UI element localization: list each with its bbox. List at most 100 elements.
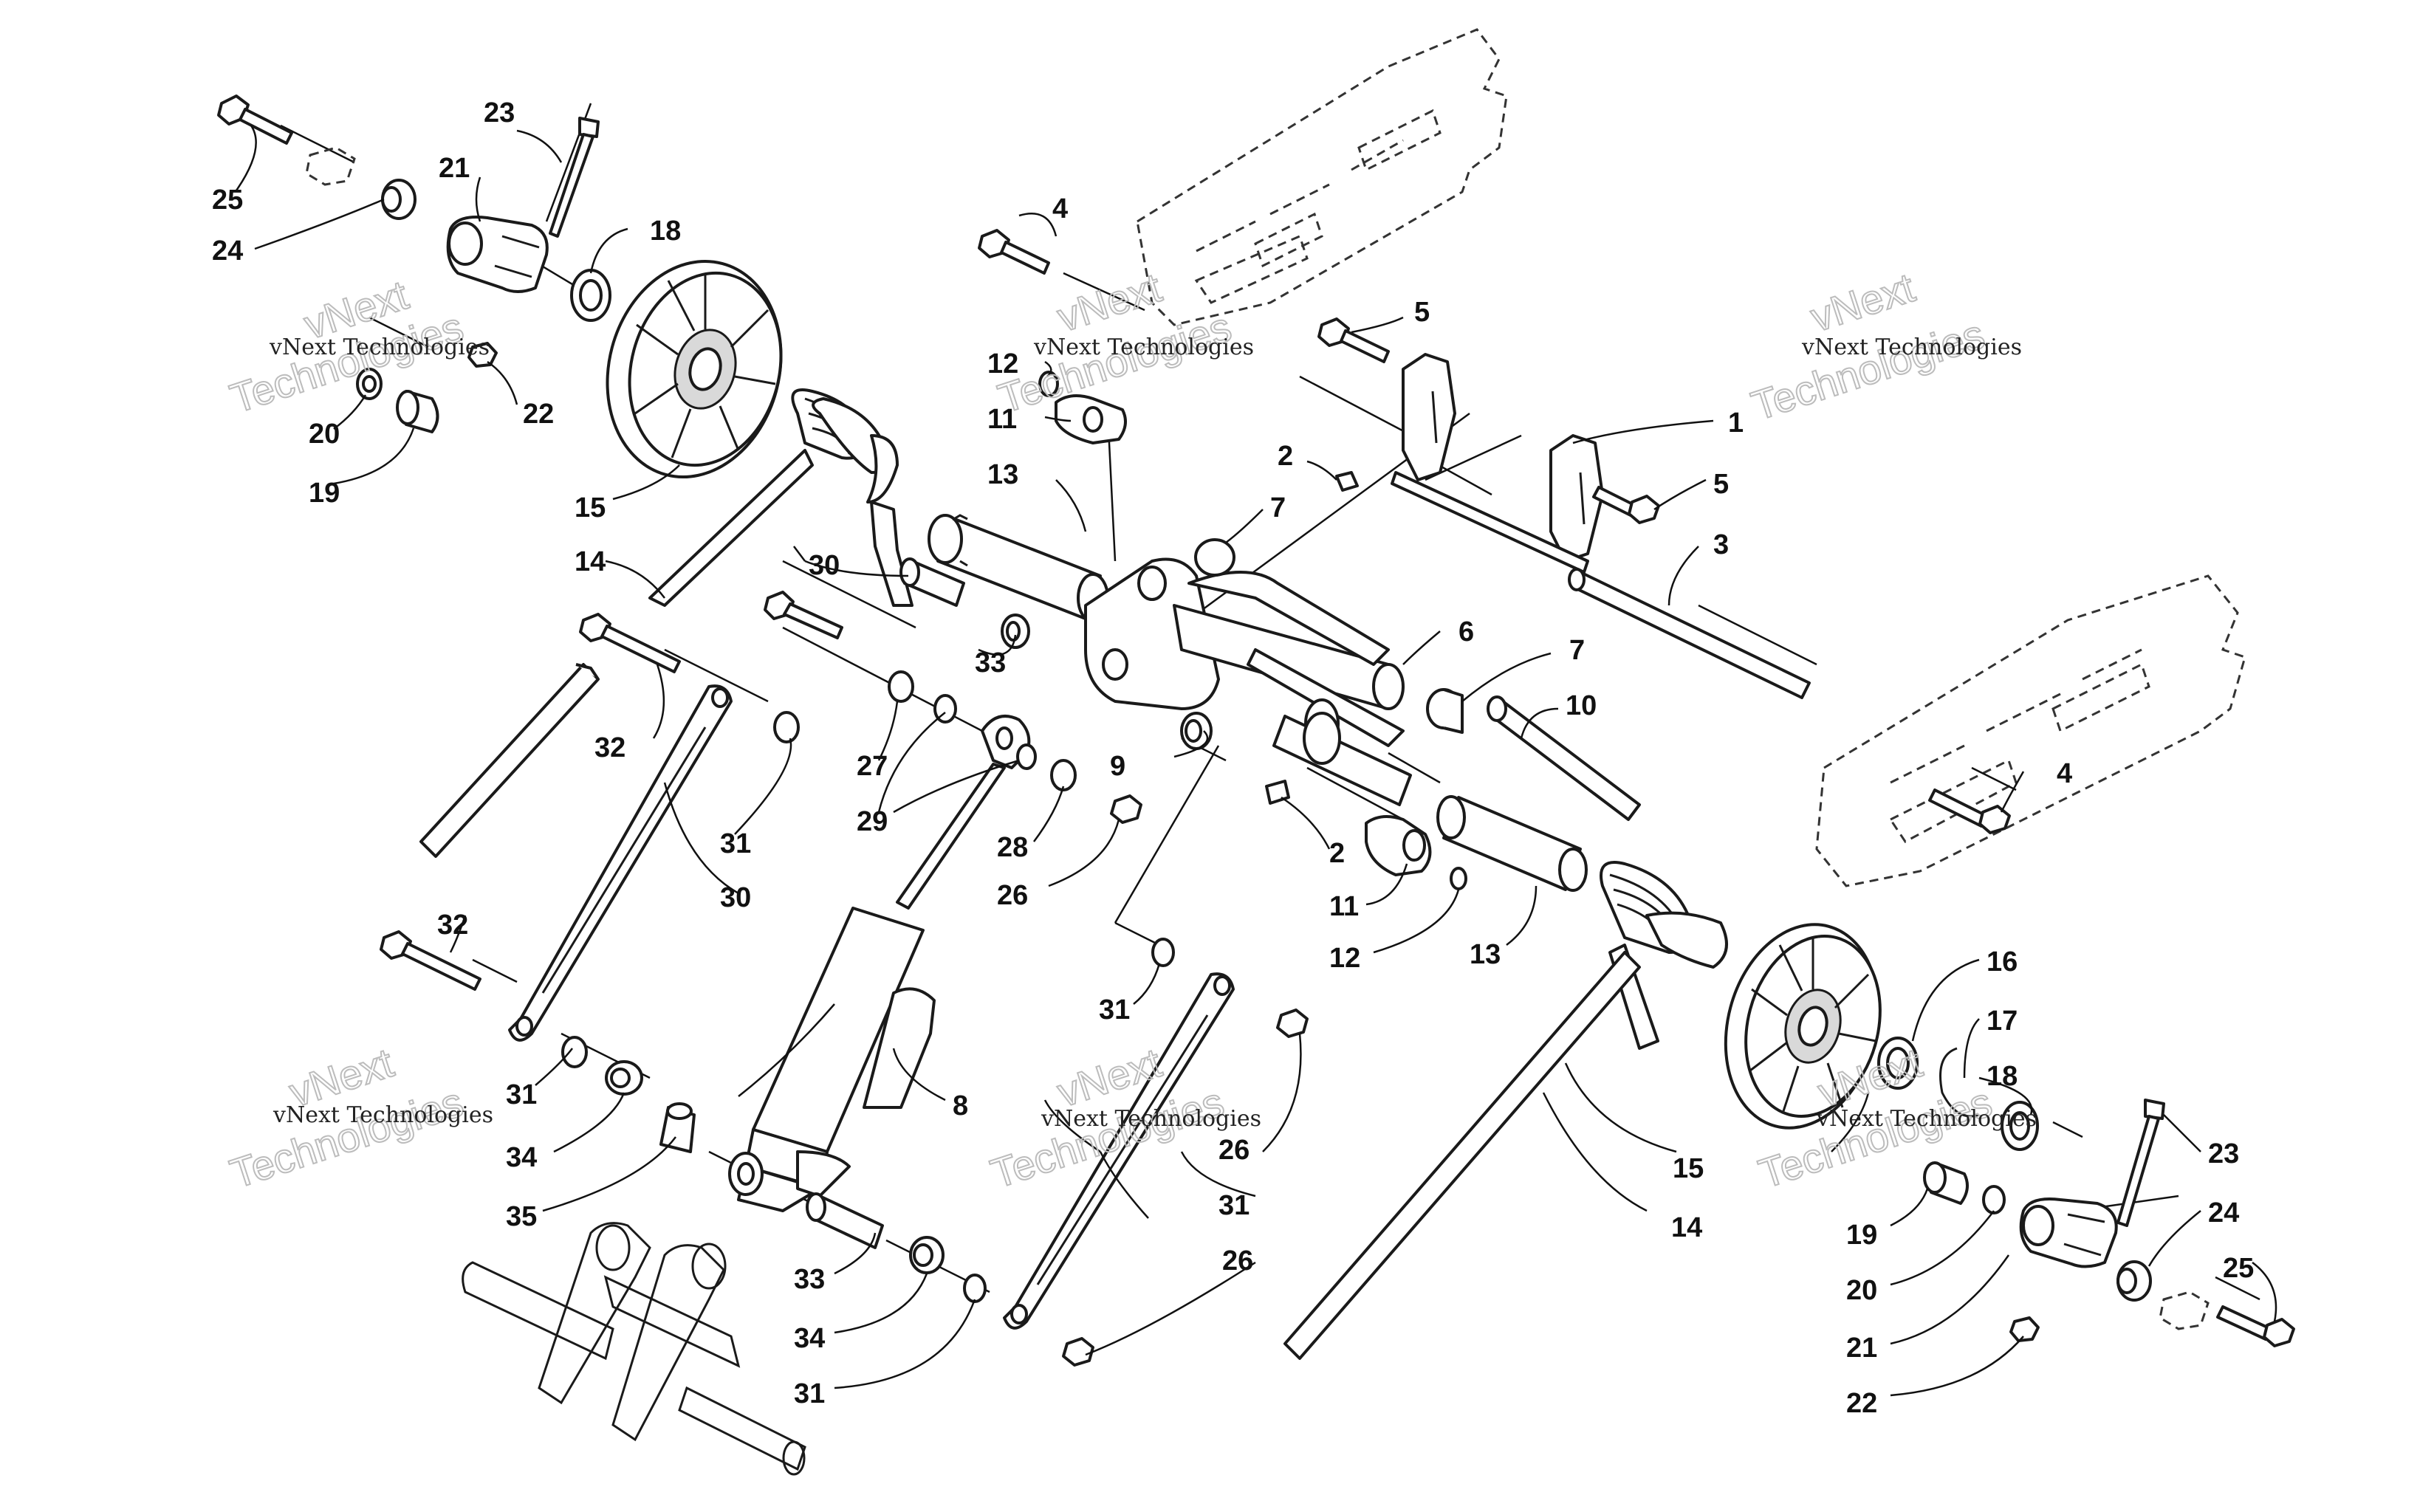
- callout-15: 15: [1673, 1153, 1704, 1184]
- callout-12: 12: [987, 348, 1018, 379]
- tube-13-right: [1436, 795, 1588, 892]
- nut-26-upper: [1110, 794, 1142, 824]
- bushing-11-right: [1365, 815, 1432, 876]
- callout-24: 24: [2208, 1197, 2239, 1228]
- shock-absorber-8: [728, 715, 1031, 1212]
- watermark-overlay: vNext: [1805, 264, 1920, 340]
- watermark-small: vNext Technologies: [272, 1102, 493, 1128]
- callout-5: 5: [1713, 469, 1729, 500]
- washers-27-28: [888, 670, 1077, 791]
- bar-14-left: [419, 663, 600, 858]
- callout-25: 25: [2223, 1253, 2254, 1284]
- callout-30: 30: [720, 882, 751, 913]
- callout-31: 31: [506, 1079, 537, 1110]
- bolt-23-left: [549, 117, 600, 238]
- shaft-10: [1487, 695, 1641, 821]
- callout-7: 7: [1270, 492, 1286, 523]
- bolt-32-lower: [380, 930, 481, 991]
- watermark-top-right: Technologies vNext vNext Technologies: [1745, 263, 2022, 430]
- callout-2: 2: [1329, 838, 1345, 869]
- spacer-20-right: [1982, 1185, 2006, 1214]
- callout-15: 15: [575, 492, 606, 523]
- bolt-4-lower: [1928, 788, 2011, 834]
- callout-24: 24: [212, 236, 243, 267]
- callout-21: 21: [1846, 1333, 1877, 1364]
- callout-20: 20: [1846, 1275, 1877, 1306]
- rocker-arm-6: [1084, 557, 1405, 749]
- nut-26-bottom: [1062, 1337, 1094, 1367]
- callout-28: 29: [857, 806, 888, 837]
- callout-labels: 25 24 23 21 18 22 20 19 15 14 12 11 13 4…: [212, 97, 2254, 1419]
- bolt-29: [764, 591, 843, 639]
- phantom-washer-left: [305, 146, 356, 186]
- callout-31: 31: [720, 828, 751, 859]
- callout-6: 6: [1458, 616, 1474, 647]
- nut-22-right: [2009, 1316, 2040, 1342]
- axle-bracket-21-right: [2019, 1197, 2118, 1268]
- callout-22: 22: [1846, 1388, 1877, 1419]
- bolt-5-upper: [1317, 317, 1390, 363]
- callout-30: 31: [1218, 1190, 1250, 1221]
- callout-31: 31: [1099, 994, 1130, 1025]
- callout-26: 26: [1218, 1135, 1250, 1166]
- watermark-small: vNext Technologies: [1816, 1106, 2037, 1132]
- phantom-rail-upper: [1136, 28, 1508, 326]
- callout-33: 33: [794, 1264, 825, 1295]
- washer-31-upper: [773, 711, 800, 743]
- bolt-23-right: [2116, 1099, 2165, 1227]
- callout-4: 4: [2057, 758, 2072, 789]
- callout-34: 34: [506, 1142, 537, 1173]
- watermark-small: vNext Technologies: [269, 334, 490, 360]
- callout-12: 12: [1329, 943, 1360, 974]
- callout-11: 11: [1329, 891, 1359, 922]
- washer-12-left: [1038, 371, 1059, 397]
- torsion-spring-right: [1283, 861, 1728, 1360]
- watermark-bottom-center: Technologies vNext vNext Technologies: [984, 1038, 1261, 1197]
- grease-fitting-2-upper: [1335, 471, 1359, 492]
- bushing-34-upper: [605, 1060, 643, 1096]
- callout-14-right: 14: [1671, 1212, 1702, 1243]
- callout-19: 19: [1846, 1220, 1877, 1251]
- callout-25: 25: [212, 185, 243, 216]
- callout-4: 4: [1052, 193, 1068, 224]
- callout-7: 7: [1569, 635, 1585, 666]
- phantom-rail-lower: [1815, 574, 2246, 887]
- watermark-small: vNext Technologies: [1033, 334, 1254, 360]
- watermark-top-left: Technologies vNext vNext Technologies: [224, 270, 490, 422]
- callout-32: 32: [594, 732, 625, 763]
- bearing-16: [1877, 1037, 1919, 1090]
- callout-26: 26: [997, 880, 1028, 911]
- bearing-18-left: [570, 269, 611, 322]
- washer-31-right: [1151, 938, 1175, 967]
- callout-17: 17: [1987, 1006, 2018, 1037]
- callout-23: 23: [484, 97, 515, 128]
- callout-8: 8: [953, 1090, 968, 1121]
- callout-35: 35: [506, 1201, 537, 1232]
- bushing-19-right: [1923, 1161, 1969, 1205]
- callout-14: 14: [575, 546, 606, 577]
- idler-wheel-15-right: [1724, 923, 1882, 1130]
- watermark-small: vNext Technologies: [1801, 334, 2022, 360]
- bushing-24-left: [381, 179, 417, 220]
- washer-12-right: [1450, 867, 1467, 890]
- watermark-top-center: Technologies vNext vNext Technologies: [992, 263, 1254, 422]
- bushing-19-left: [396, 390, 439, 433]
- bolt-5-right: [1592, 486, 1660, 524]
- callout-11: 11: [987, 404, 1017, 435]
- callout-26: 26: [1222, 1245, 1253, 1276]
- callout-18: 18: [650, 216, 681, 247]
- bushing-upper-small: [1001, 614, 1030, 649]
- bushing-11-left: [1055, 394, 1127, 444]
- callout-29: 30: [809, 550, 840, 581]
- nut-26-right-upper: [1276, 1008, 1309, 1038]
- pin-33-lower: [806, 1192, 884, 1249]
- callout-9: 9: [1110, 751, 1125, 782]
- bushing-9: [1180, 712, 1213, 750]
- callout-3: 3: [1713, 529, 1729, 560]
- bushing-7-upper: [1194, 538, 1235, 577]
- callout-2: 2: [1278, 441, 1293, 472]
- callout-18: 18: [1987, 1061, 2018, 1092]
- bolt-25-left: [217, 94, 293, 145]
- callout-1: 1: [1728, 408, 1744, 439]
